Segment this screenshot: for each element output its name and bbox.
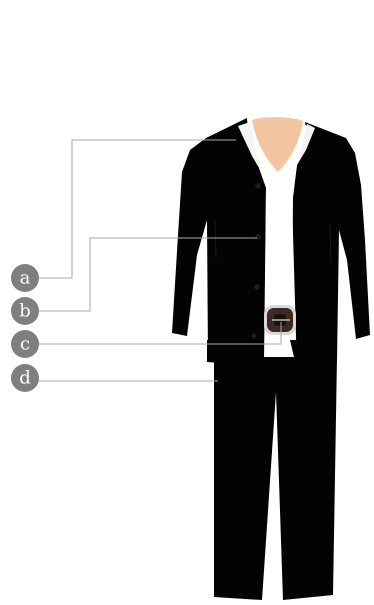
marker-label-c: c — [20, 334, 30, 355]
jacket-button — [255, 183, 261, 189]
marker-label-b: b — [19, 301, 31, 322]
jacket-button — [255, 234, 261, 240]
marker-label-a: a — [20, 268, 31, 289]
marker-c: c — [11, 330, 39, 358]
jacket-button — [251, 333, 257, 339]
trousers — [214, 357, 337, 600]
marker-a: a — [11, 264, 39, 292]
jacket-button — [254, 284, 260, 290]
belt-buckle — [264, 305, 296, 335]
marker-d: d — [11, 364, 39, 392]
marker-b: b — [11, 297, 39, 325]
marker-label-d: d — [19, 368, 31, 389]
